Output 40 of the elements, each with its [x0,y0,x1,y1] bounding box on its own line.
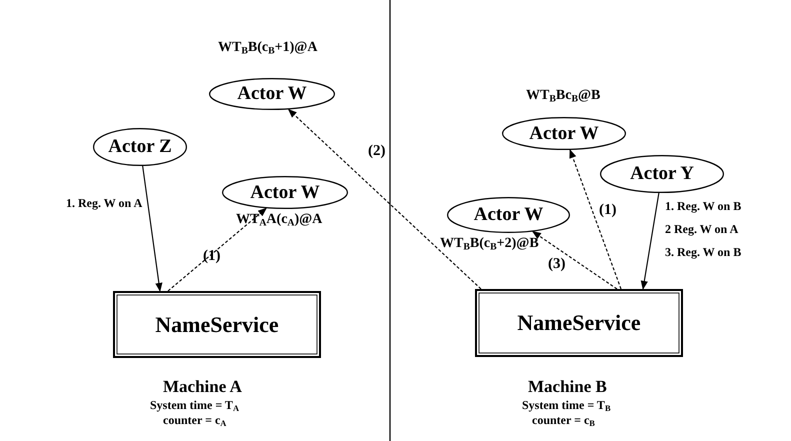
service-name: NameService [155,312,279,338]
actor-name: Actor Z [108,136,172,158]
service-box [475,289,683,357]
service-name: NameService [517,310,641,336]
edge-label: (1) [599,202,616,218]
dashed-arrow [288,108,482,290]
edge-label: (3) [548,256,566,272]
actor-ellipse [93,128,187,166]
machine-label: Machine A [163,378,242,397]
actor-ellipse [447,197,570,233]
timestamp-label: WT$_{B}$B(c$_{B}$+2)@B [440,236,539,254]
arrow [640,192,660,290]
machine-label: Machine B [528,378,607,397]
dashed-arrow [569,149,622,290]
system-time-label: System time = T$_{B}$ [522,399,611,414]
actor-ellipse [600,155,724,193]
actor-name: Actor W [250,182,320,204]
actor-ellipse [222,176,348,209]
edge-label: (1) [203,248,220,264]
dashed-arrow [168,208,267,292]
actor-name: Actor W [237,83,307,105]
actor-name: Actor Y [630,163,694,185]
timestamp-label: WT$_{A}$A(c$_{A}$)@A [236,212,322,230]
step-label: 3. Reg. W on B [665,246,742,260]
step-label: 1. Reg. W on B [665,200,742,214]
counter-label: counter = c$_{A}$ [163,414,226,428]
service-box [113,291,321,358]
step-label: 2 Reg. W on A [665,223,738,236]
counter-label: counter = c$_{B}$ [532,414,595,428]
actor-name: Actor W [529,122,599,144]
edge-label: 1. Reg. W on A [66,197,142,210]
arrow [142,166,162,292]
actor-ellipse [502,117,626,150]
timestamp-label: WT$_{B}$B(c$_{B}$+1)@A [218,40,318,58]
edge-label: (2) [368,143,386,160]
actor-ellipse [209,78,335,110]
actor-name: Actor W [474,204,544,226]
system-time-label: System time = T$_{A}$ [150,399,240,414]
timestamp-label: WT$_{B}$Bc$_{B}$@B [526,88,600,106]
dashed-arrow [532,231,618,290]
